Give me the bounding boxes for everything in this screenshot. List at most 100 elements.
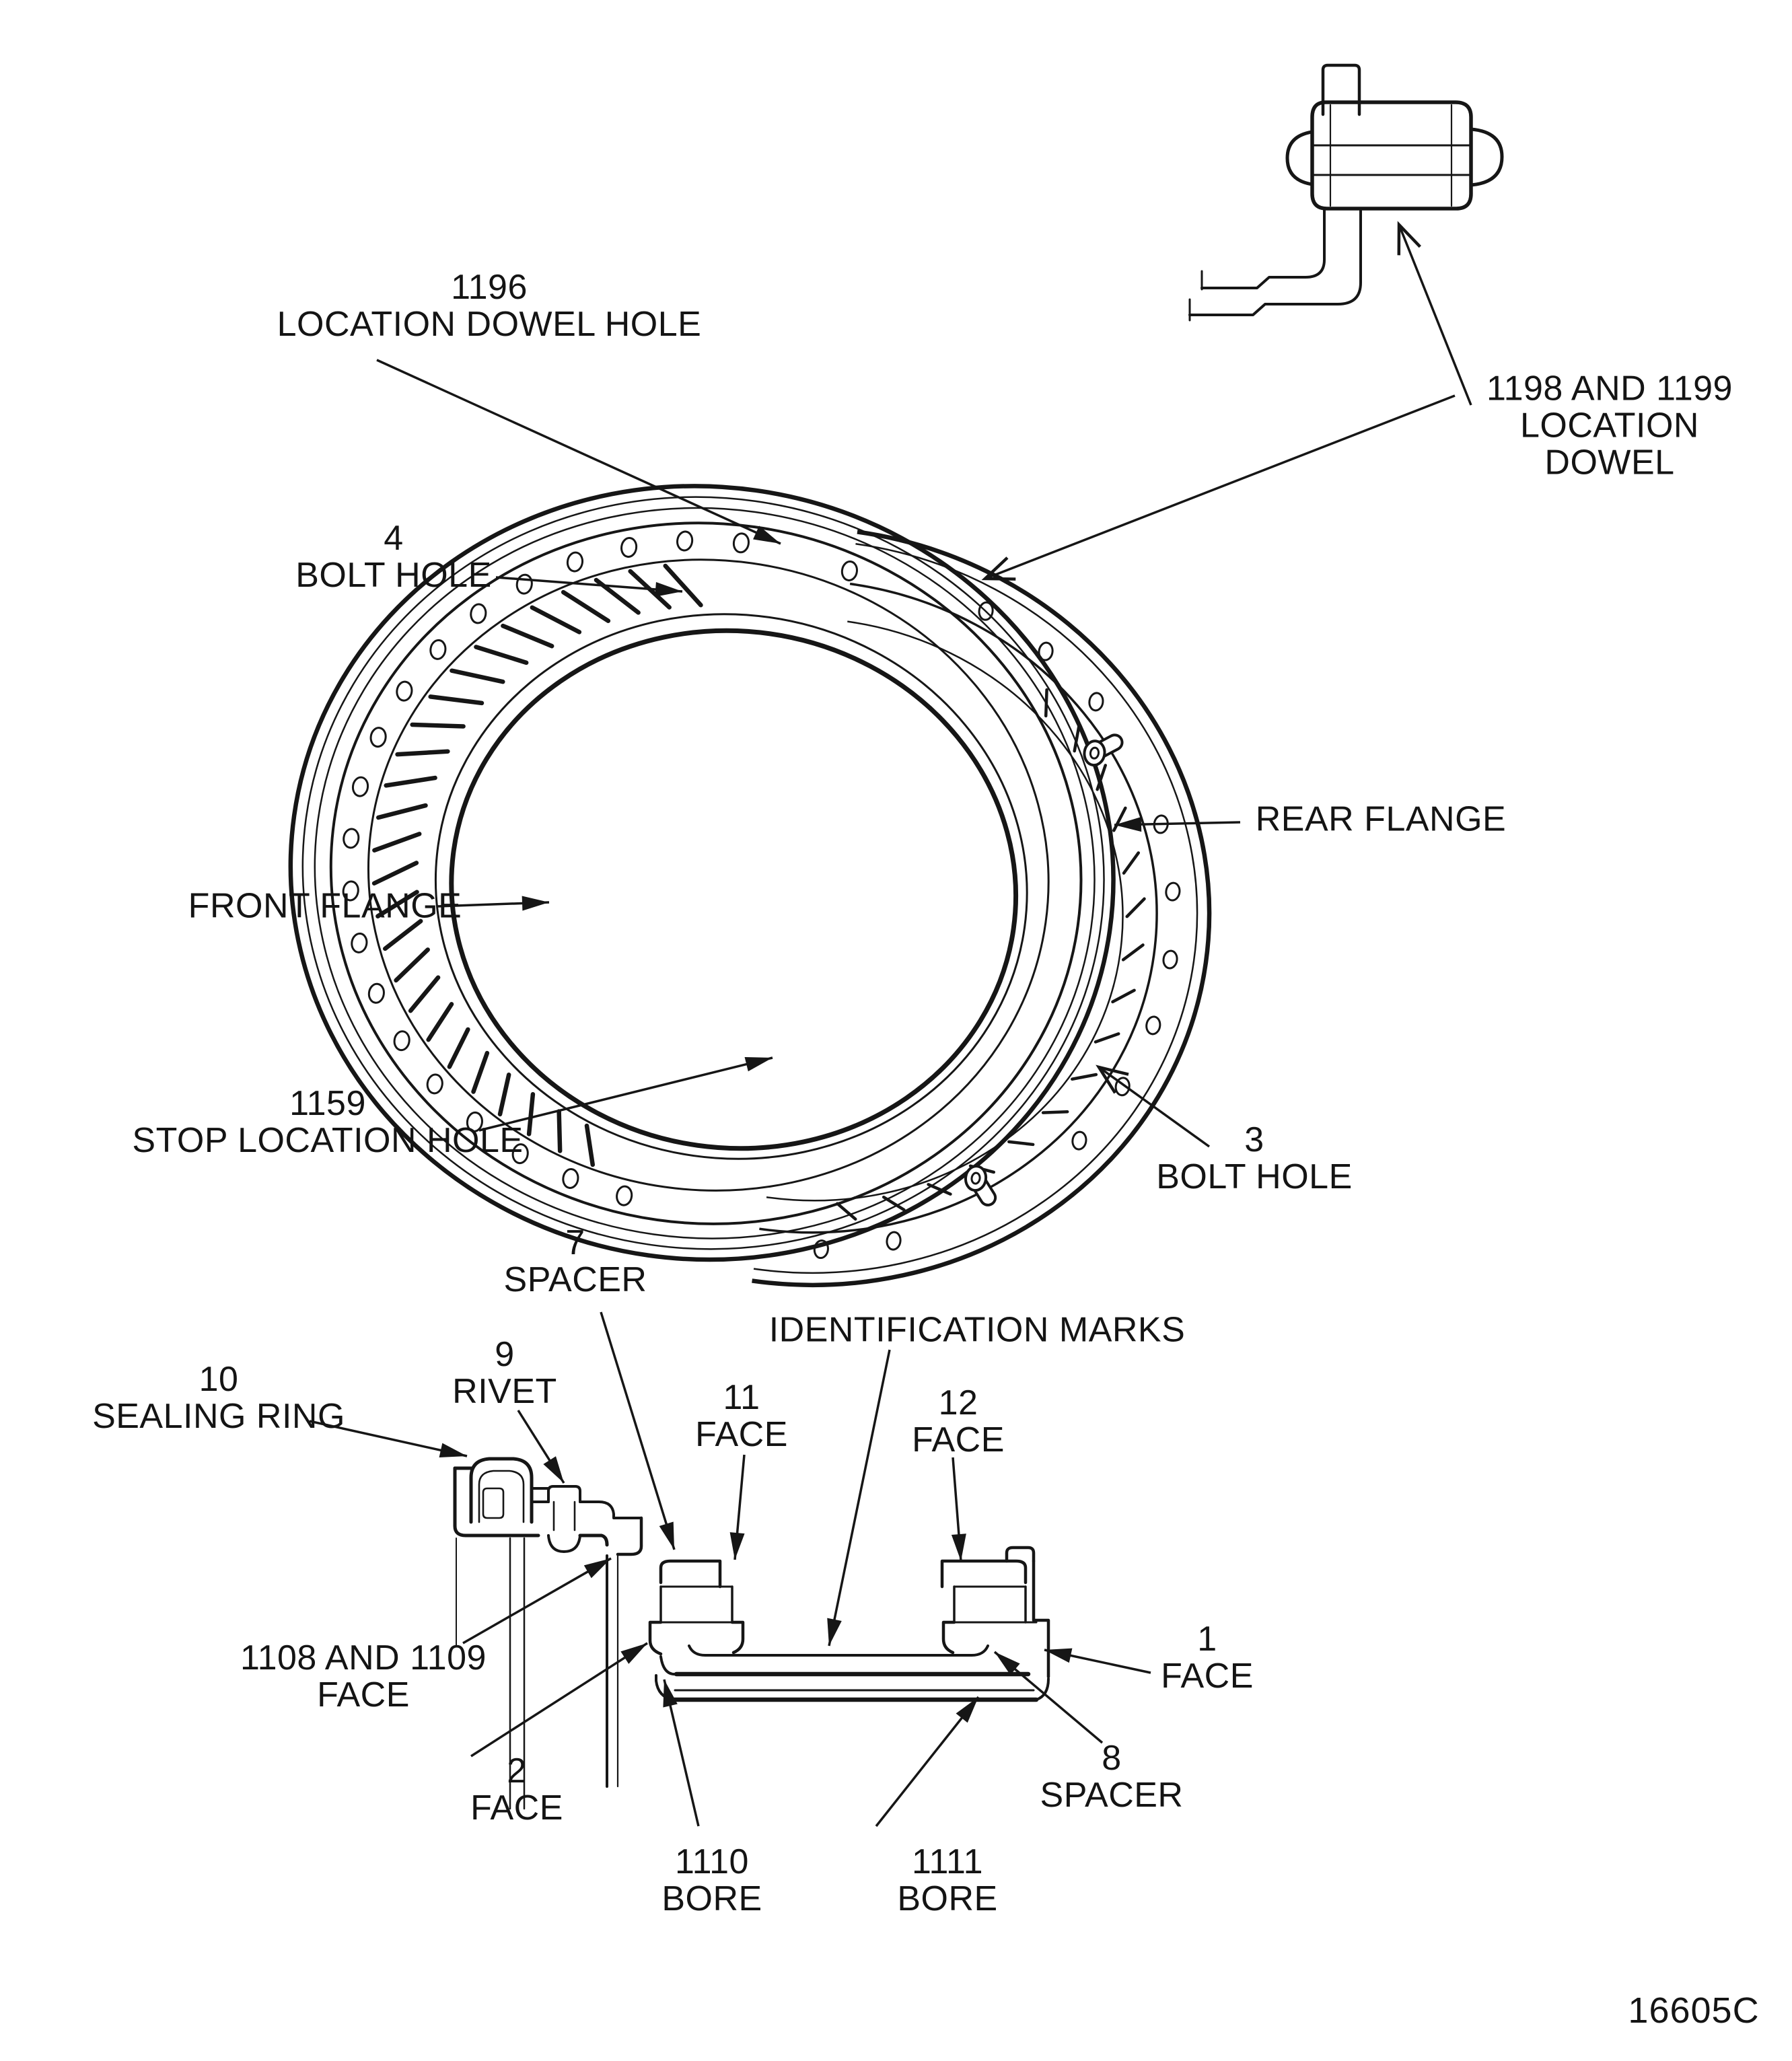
stop-location-slot [663, 563, 703, 608]
figure-code: 16605C [1628, 1990, 1760, 2031]
bolt-hole-rear [1071, 1130, 1087, 1151]
callout-line: 2 [507, 1751, 527, 1791]
arrowhead-icon [951, 1533, 966, 1561]
leader-line [470, 1642, 648, 1758]
arrowhead-icon [659, 1521, 674, 1550]
bolt-hole-front [351, 932, 368, 953]
rear-flange-arc [753, 542, 1198, 1274]
stop-location-slot [450, 668, 505, 684]
rivet-section [547, 1485, 581, 1553]
callout-line: FACE [470, 1788, 563, 1828]
bolt-hole-front [566, 551, 584, 573]
dowel-body [1310, 100, 1473, 211]
callout-line: LOCATION [1520, 406, 1699, 445]
dowel-tab [1321, 63, 1361, 116]
callout-line: SPACER [1040, 1776, 1184, 1815]
dowel-right-lobe [1469, 127, 1504, 187]
stop-location-slot [384, 775, 437, 788]
stop-location-slot [501, 623, 554, 649]
stop-location-slot [561, 589, 611, 623]
stop-location-slot [526, 1091, 536, 1136]
rear-slot-tick [1041, 1110, 1069, 1114]
bolt-hole-rear [1165, 881, 1181, 902]
stop-location-slot [371, 861, 419, 886]
arrowhead-icon [620, 1643, 647, 1664]
bracket-bottom-edge [1188, 207, 1362, 316]
bracket-top-edge [1200, 207, 1326, 289]
callout-line: BOLT HOLE [295, 556, 492, 595]
front-flange-ellipse [434, 613, 1028, 1160]
callout-line: 1198 AND 1199 [1486, 369, 1733, 408]
location-dowel-pin [1089, 746, 1100, 760]
front-flange-ellipse [314, 507, 1096, 1239]
callout-line: FACE [1161, 1657, 1254, 1696]
rear-slot-tick [1073, 724, 1081, 753]
callout-line: 1111 [911, 1842, 984, 1881]
flange-wall-section [606, 1554, 619, 1788]
arrowhead-icon [1114, 817, 1142, 832]
leader-line [828, 1349, 891, 1647]
bolt-hole-front [369, 727, 387, 748]
bolt-hole-front [620, 537, 638, 558]
callout-line: SEALING RING [92, 1397, 345, 1436]
bolt-hole-front [342, 880, 359, 902]
rear-slot-tick [1111, 988, 1136, 1004]
callout-line: FACE [912, 1420, 1005, 1459]
bolt-hole-rear [1162, 949, 1178, 970]
seal-housing-section [453, 1466, 643, 1810]
stop-location-slot [428, 694, 485, 706]
arrowhead-icon [1044, 1648, 1073, 1663]
bolt-hole-front [429, 639, 447, 660]
location-dowel-pin [964, 1165, 988, 1192]
stop-location-slot [471, 1050, 490, 1094]
stop-location-slot [383, 918, 423, 951]
callout-line: 1 [1197, 1620, 1217, 1659]
rear-slot-tick [836, 1202, 857, 1221]
callout-rear-flange: REAR FLANGE [1256, 801, 1506, 838]
callout-line: 9 [495, 1335, 515, 1374]
stop-location-slot [426, 1002, 454, 1042]
ring-illustration [288, 484, 1212, 1287]
stop-location-slot [584, 1123, 596, 1167]
leader-line [600, 1311, 676, 1550]
leader-line [984, 394, 1456, 580]
rear-slot-tick [1125, 897, 1146, 918]
rear-slot-tick [1112, 806, 1127, 832]
callout-line: 11 [723, 1378, 760, 1417]
rear-flange-arc [759, 582, 1158, 1234]
stop-location-slot [395, 749, 450, 757]
channel-bar-section [648, 1546, 1050, 1702]
arrowhead-icon [1397, 221, 1421, 256]
detail-inset-location-dowel [1188, 63, 1504, 322]
arrowhead-icon [439, 1443, 467, 1458]
bolt-hole-front [393, 1030, 410, 1052]
rear-slot-tick [1096, 764, 1108, 791]
leader-line [376, 359, 781, 545]
rear-slot-tick [927, 1183, 952, 1196]
arrowhead-icon [981, 556, 1016, 581]
dowel-left-lobe [1285, 130, 1314, 186]
bolt-hole-rear [813, 1239, 829, 1260]
rear-slot-tick [1007, 1140, 1035, 1147]
leader-line [1098, 1066, 1211, 1148]
stop-location-slot [408, 975, 441, 1013]
callout-line: 12 [938, 1383, 978, 1422]
stop-location-slot [530, 605, 582, 635]
bolt-hole-front [343, 828, 360, 849]
arrowhead-icon [583, 1558, 611, 1579]
front-flange-ellipse [301, 496, 1105, 1250]
arrowhead-icon [522, 896, 549, 911]
rear-slot-tick [1121, 943, 1145, 962]
location-dowel-hole [840, 561, 858, 581]
callout-line: FACE [695, 1415, 788, 1454]
bolt-hole-front [466, 1111, 483, 1132]
leader-line [462, 1557, 612, 1644]
arrowhead-icon [753, 526, 781, 544]
